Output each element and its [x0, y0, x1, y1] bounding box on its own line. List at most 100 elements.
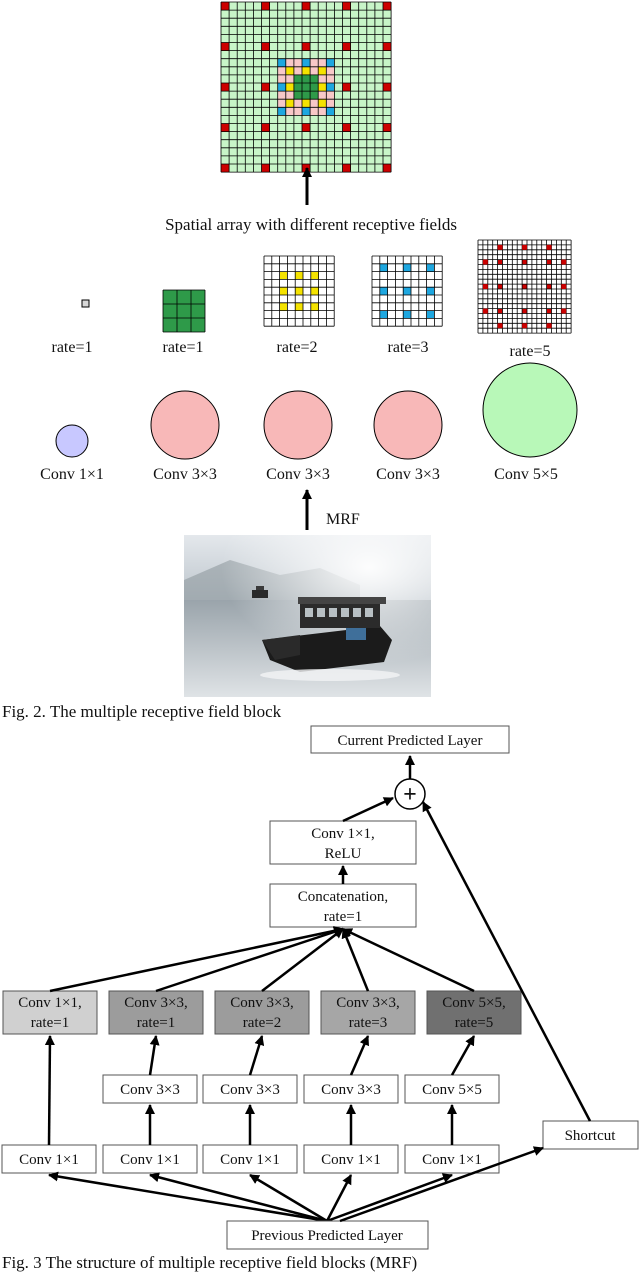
- arrow-prev-to-shortcut: [339, 1146, 544, 1223]
- dilated-conv-box: [108, 990, 204, 1035]
- grid-cell: [318, 74, 327, 83]
- grid-cell: [310, 302, 319, 311]
- grid-cell: [482, 308, 488, 314]
- grid-cell: [383, 83, 392, 92]
- grid-cell: [285, 83, 294, 92]
- grid-cell: [383, 42, 392, 51]
- conv-label: Conv 3×3: [266, 466, 330, 483]
- conv1x1-circle: [55, 424, 89, 458]
- grid-cell: [285, 58, 294, 67]
- rate-label: rate=2: [277, 339, 318, 356]
- grid-cell: [497, 323, 503, 329]
- grid-cell: [522, 259, 527, 265]
- grid-cell: [342, 2, 351, 11]
- rate-label: rate=5: [510, 343, 551, 360]
- figure-3-caption: Fig. 3 The structure of multiple recepti…: [2, 1253, 417, 1272]
- arrow-mid-to-dilated: [349, 1035, 370, 1076]
- conv-relu-line1: Conv 1×1,: [311, 826, 374, 842]
- grid-cell: [379, 287, 388, 295]
- grid-cell: [522, 308, 527, 314]
- grid-cell: [279, 271, 288, 280]
- arrow-mid-to-dilated: [148, 1035, 160, 1076]
- arrow-mid-to-dilated: [450, 1035, 476, 1076]
- conv3x3-circle: [373, 390, 443, 460]
- grid-cell: [561, 259, 567, 265]
- grid-cell: [326, 99, 335, 108]
- arrow-prev-to-bottom: [48, 1171, 328, 1223]
- mid-conv-box: [102, 1074, 198, 1104]
- bottom-conv-label: Conv 1×1: [19, 1152, 79, 1168]
- dilated-conv-line2: rate=5: [455, 1015, 493, 1031]
- grid-cell: [285, 66, 294, 75]
- mid-conv-label: Conv 3×3: [220, 1082, 280, 1098]
- grid-cell: [221, 164, 230, 173]
- dilated-conv-line1: Conv 1×1,: [18, 995, 81, 1011]
- rate1-pixel: [81, 299, 90, 308]
- concatenation-box: [269, 883, 417, 928]
- grid-cell: [403, 310, 411, 319]
- grid-cell: [383, 164, 392, 173]
- grid-cell: [302, 2, 311, 11]
- grid-cell: [342, 123, 351, 132]
- grid-cell: [293, 58, 302, 67]
- mid-conv-label: Conv 3×3: [120, 1082, 180, 1098]
- grid-cell: [546, 323, 552, 329]
- arrow-to-concat: [342, 927, 475, 993]
- grid-cell: [221, 42, 230, 51]
- plus-icon: +: [403, 782, 417, 808]
- bottom-conv-label: Conv 1×1: [120, 1152, 180, 1168]
- grid-cell: [295, 287, 303, 295]
- grid-cell: [318, 99, 327, 108]
- grid-cell: [383, 2, 392, 11]
- grid-cell: [342, 42, 351, 51]
- conv-relu-line2: ReLU: [325, 846, 362, 862]
- grid-cell: [318, 91, 327, 100]
- arrow-relu-to-sum: [342, 796, 394, 823]
- grid-cell: [318, 83, 327, 92]
- grid-cell: [277, 99, 286, 108]
- grid-cell: [426, 263, 435, 272]
- dilated-conv-line2: rate=2: [243, 1015, 281, 1031]
- grid-cell: [497, 284, 503, 289]
- grid-cell: [277, 91, 286, 100]
- mid-conv-box: [303, 1074, 399, 1104]
- grid-cell: [561, 308, 567, 314]
- conv-label: Conv 3×3: [376, 466, 440, 483]
- arrow-to-concat: [155, 927, 344, 993]
- grid-cell: [277, 58, 286, 67]
- grid-cell: [326, 66, 335, 75]
- conv-label: Conv 1×1: [40, 466, 104, 483]
- grid-cell: [310, 99, 319, 108]
- current-predicted-layer-box: [310, 725, 510, 754]
- grid-cell: [522, 323, 527, 329]
- figure-2-caption: Fig. 2. The multiple receptive field blo…: [2, 702, 282, 721]
- mid-conv-label: Conv 5×5: [422, 1082, 482, 1098]
- concatenation-line2: rate=1: [324, 909, 362, 925]
- bottom-conv-box: [303, 1144, 399, 1174]
- grid-cell: [261, 2, 270, 11]
- figure-3: Current Predicted Layer + Conv 1×1, ReLU…: [1, 725, 639, 1272]
- grid-cell: [295, 271, 303, 280]
- grid-cell: [302, 83, 311, 92]
- dilated-conv-line2: rate=1: [137, 1015, 175, 1031]
- rate2-grid: [263, 255, 335, 327]
- arrow-to-concat: [341, 928, 370, 992]
- concatenation-line1: Concatenation,: [298, 889, 388, 905]
- grid-cell: [221, 83, 230, 92]
- dilated-conv-line2: rate=3: [349, 1015, 387, 1031]
- grid-cell: [326, 107, 335, 116]
- grid-cell: [277, 66, 286, 75]
- bottom-conv-box: [202, 1144, 298, 1174]
- grid-cell: [403, 263, 411, 272]
- grid-cell: [379, 310, 388, 319]
- grid-cell: [426, 287, 435, 295]
- grid-cell: [318, 66, 327, 75]
- grid-cell: [310, 271, 319, 280]
- rate5-grid: [477, 239, 572, 334]
- grid-cell: [295, 302, 303, 311]
- grid-cell: [318, 107, 327, 116]
- grid-cell: [522, 244, 527, 250]
- grid-cell: [522, 284, 527, 289]
- grid-cell: [302, 123, 311, 132]
